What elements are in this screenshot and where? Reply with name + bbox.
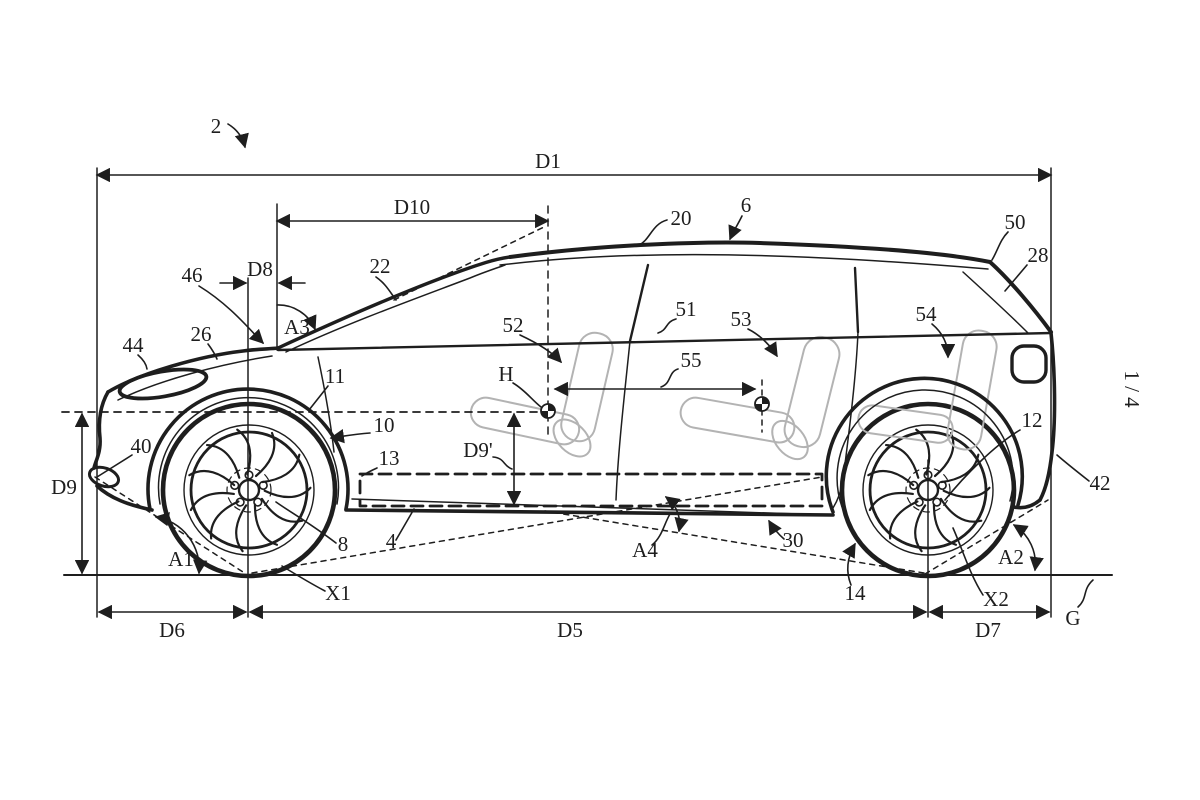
rear-seat — [857, 329, 998, 451]
label-d8: D8 — [247, 257, 273, 281]
arc-a2 — [1012, 524, 1044, 572]
label-d10: D10 — [394, 195, 430, 219]
label-22: 22 — [370, 254, 391, 278]
label-53: 53 — [731, 307, 752, 331]
label-a2: A2 — [998, 545, 1024, 569]
label-sheet-page: 1 / 4 — [1120, 370, 1144, 408]
arc-a4 — [664, 496, 689, 533]
label-44: 44 — [123, 333, 145, 357]
construction-lines — [61, 205, 1049, 575]
angle-arcs — [154, 304, 1044, 575]
battery-outline — [358, 472, 824, 508]
h-point-rear — [754, 396, 770, 412]
label-14: 14 — [845, 581, 867, 605]
car-body — [87, 240, 1057, 517]
label-11: 11 — [325, 364, 345, 388]
labels: 2 D1 D10 D8 D9 D9' 55 D6 D5 D7 A1 A2 A3 … — [51, 114, 1144, 642]
headlight — [117, 367, 209, 401]
label-d9: D9 — [51, 475, 77, 499]
front-lip — [87, 465, 121, 489]
arc-a3 — [276, 304, 317, 331]
taillight — [1010, 344, 1048, 384]
ramp-line-rear — [544, 510, 925, 574]
label-d5: D5 — [557, 618, 583, 642]
label-46: 46 — [182, 263, 203, 287]
label-a3: A3 — [284, 315, 310, 339]
label-26: 26 — [191, 322, 212, 346]
label-52: 52 — [503, 313, 524, 337]
label-12: 12 — [1022, 408, 1043, 432]
label-a1: A1 — [168, 547, 194, 571]
label-42: 42 — [1090, 471, 1111, 495]
approach-line — [94, 476, 244, 573]
ramp-line-front — [251, 476, 823, 574]
departure-line — [924, 499, 1049, 575]
label-40: 40 — [131, 434, 152, 458]
label-d9p: D9' — [463, 438, 492, 462]
label-54: 54 — [916, 302, 938, 326]
label-a4: A4 — [632, 538, 658, 562]
label-d1: D1 — [535, 149, 561, 173]
arc-a1 — [154, 512, 208, 575]
label-55: 55 — [681, 348, 702, 372]
label-13: 13 — [379, 446, 400, 470]
label-g: G — [1065, 606, 1080, 630]
label-10: 10 — [374, 413, 395, 437]
label-x1: X1 — [325, 581, 351, 605]
label-fig-ref: 2 — [211, 114, 222, 138]
h-point-front — [540, 403, 556, 419]
windshield-extension-line — [393, 225, 547, 301]
label-20: 20 — [671, 206, 692, 230]
label-51: 51 — [676, 297, 697, 321]
label-d6: D6 — [159, 618, 185, 642]
dimension-lines — [63, 167, 1113, 620]
label-6: 6 — [741, 193, 752, 217]
leader-lines — [96, 123, 1094, 608]
label-8: 8 — [338, 532, 349, 556]
label-4: 4 — [386, 529, 397, 553]
label-28: 28 — [1028, 243, 1049, 267]
label-x2: X2 — [983, 587, 1009, 611]
label-30: 30 — [783, 528, 804, 552]
label-h: H — [498, 362, 513, 386]
label-d7: D7 — [975, 618, 1001, 642]
label-50: 50 — [1005, 210, 1026, 234]
